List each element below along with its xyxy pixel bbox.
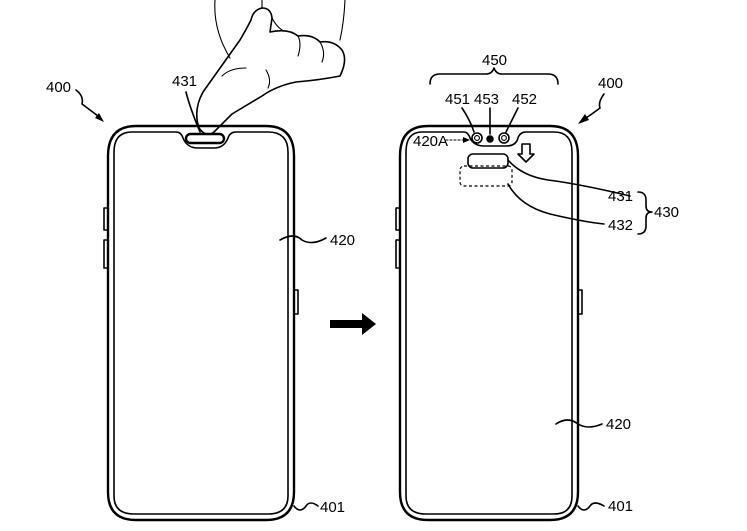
camera-453-label: 453: [474, 91, 499, 108]
left-sensor-pill: [184, 132, 226, 145]
left-sensor-leader: [185, 91, 201, 133]
right-power-button: [577, 289, 583, 315]
camera-451-icon: [471, 132, 483, 144]
right-display-leader: [555, 419, 603, 428]
left-device-label: 400: [46, 79, 71, 96]
right-device-leader: [585, 93, 605, 119]
sensor-431-leader: [507, 159, 631, 197]
right-volume-button-1: [395, 207, 401, 231]
sensor-431-label: 431: [608, 188, 633, 205]
display-area-arrowhead: [463, 137, 470, 143]
right-volume-button-2: [395, 239, 401, 269]
camera-452-lens: [501, 135, 507, 141]
display-area-label: 420A: [413, 133, 448, 150]
left-phone-housing: [106, 124, 296, 522]
right-phone-housing: [398, 124, 580, 522]
camera-452-leader: [505, 107, 519, 133]
left-sensor-label: 431: [172, 73, 197, 90]
finger-pressing-icon: [195, 0, 346, 136]
left-display-leader: [279, 235, 327, 244]
left-housing-label: 401: [320, 499, 345, 516]
camera-452-icon: [498, 132, 510, 144]
left-phone: [103, 124, 299, 522]
right-display-label: 420: [606, 416, 631, 433]
camera-452-label: 452: [512, 91, 537, 108]
camera-451-leader: [461, 107, 475, 133]
right-device-label: 400: [598, 75, 623, 92]
camera-453-icon: [486, 135, 494, 143]
left-volume-button-1: [103, 207, 109, 231]
camera-451-lens: [474, 135, 480, 141]
left-volume-button-2: [103, 239, 109, 269]
left-housing-leader: [293, 502, 319, 511]
right-arrow-icon: [330, 313, 376, 335]
left-power-button: [293, 289, 299, 315]
left-device-leader: [75, 89, 99, 117]
camera-451-label: 451: [445, 91, 470, 108]
right-phone: [395, 124, 583, 522]
sensor-group-brace: [637, 191, 653, 235]
sensor-432-leader: [507, 183, 605, 225]
right-phone-display: [405, 131, 573, 515]
right-housing-label: 401: [608, 498, 633, 515]
down-arrow-icon: [517, 143, 535, 163]
sensor-group-label: 430: [654, 204, 679, 221]
right-device-arrowhead: [578, 114, 589, 124]
left-display-label: 420: [330, 232, 355, 249]
camera-group-label: 450: [482, 52, 507, 69]
sensor-module-432: [459, 165, 513, 187]
sensor-432-label: 432: [608, 217, 633, 234]
camera-group-brace: [429, 67, 559, 85]
left-device-arrowhead: [95, 113, 104, 122]
right-housing-leader: [577, 502, 605, 511]
left-phone-display: [113, 131, 289, 515]
